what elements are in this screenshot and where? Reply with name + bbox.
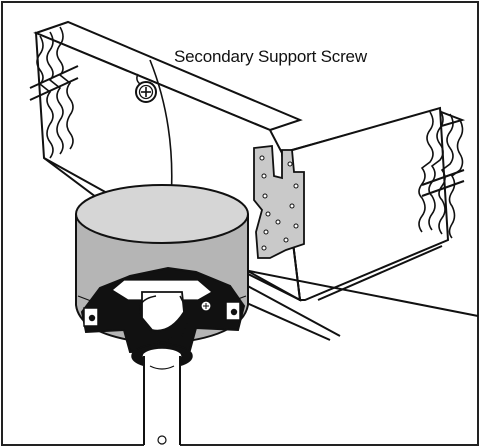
secondary-support-screw-label: Secondary Support Screw	[174, 47, 368, 66]
joist-hanger-icon	[253, 145, 305, 259]
ceiling-plane-lines	[239, 269, 479, 341]
phillips-screw-icon	[135, 73, 157, 103]
downrod-icon	[131, 343, 193, 446]
joist-right	[280, 106, 466, 301]
wood-grain-break-icon	[29, 26, 79, 159]
fan-brace-bracket-icon	[80, 266, 246, 354]
wood-grain-break-icon	[418, 109, 465, 239]
phillips-screw-icon	[200, 300, 212, 312]
